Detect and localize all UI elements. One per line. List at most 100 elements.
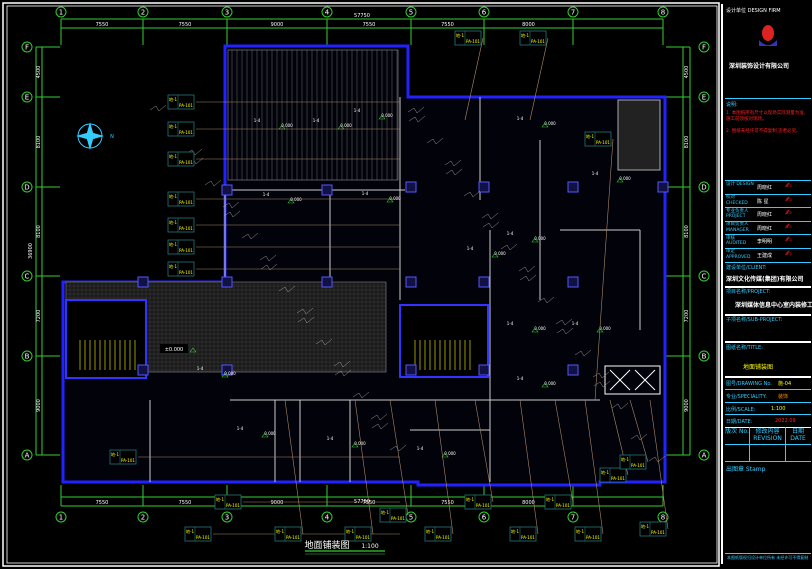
material-tag: 地-1PA-101 — [574, 526, 602, 542]
tag-spec: PA-101 — [596, 140, 610, 145]
inner-border — [6, 5, 718, 564]
level-triangle — [491, 252, 499, 258]
axis-label: 3 — [225, 9, 229, 17]
tag-box — [509, 526, 537, 542]
tag-spec: PA-101 — [476, 503, 490, 508]
dimension-text: 7550 — [179, 500, 192, 506]
axis-bubble — [478, 511, 490, 523]
material-tag: 地-1PA-101 — [167, 261, 195, 277]
tag-box — [214, 494, 242, 510]
marble-vein — [482, 221, 500, 229]
tag-spec: PA-101 — [436, 535, 450, 540]
structural-column — [478, 276, 490, 288]
dimension-text: 7550 — [363, 22, 376, 28]
structural-column — [137, 364, 149, 376]
client-name: 深圳文化传媒(集团)有限公司 — [726, 276, 804, 283]
dimension-text: 9000 — [684, 399, 690, 412]
axis-bubble — [567, 6, 579, 18]
dimension-text: 8100 — [684, 136, 690, 149]
tag-spec: PA-101 — [179, 270, 193, 275]
axis-label: 5 — [409, 9, 413, 17]
axis-label: 4 — [325, 514, 330, 522]
level-mark: 0.000 — [224, 371, 236, 376]
axis-bubble — [698, 41, 710, 53]
tag-code: 地-1 — [186, 528, 194, 534]
axis-label: 1 — [59, 9, 63, 17]
tag-spec: PA-101 — [121, 458, 135, 463]
material-tag: 地-1PA-101 — [424, 526, 452, 542]
structural-column — [478, 364, 490, 376]
tag-code: 地-1 — [521, 32, 529, 38]
axis-label: 2 — [141, 9, 145, 17]
axis-label: E — [702, 94, 706, 102]
drawing-title-label: 图纸名称/TITLE: — [726, 345, 763, 351]
material-tag: 地-1PA-101 — [167, 239, 195, 255]
level-triangle — [221, 372, 229, 378]
material-tag: 地-1PA-101 — [519, 30, 547, 46]
note-1: 1. 本图纸所有尺寸以现场实际测量为准,施工前须核对现场。 — [726, 111, 806, 122]
tag-code: 地-1 — [381, 509, 389, 515]
marble-vein — [260, 263, 278, 271]
level-triangle — [378, 114, 386, 120]
material-tag: 地-1PA-101 — [344, 526, 372, 542]
axis-label: 1 — [59, 514, 63, 522]
level-mark: 0.000 — [534, 236, 546, 241]
tag-code: 地-1 — [169, 241, 177, 247]
axis-label: 7 — [571, 514, 575, 522]
tag-box — [274, 526, 302, 542]
tag-box — [167, 239, 195, 255]
room-label: 1-4 — [417, 446, 424, 451]
tag-box — [167, 151, 195, 167]
stair-core-left — [65, 299, 147, 379]
marble-vein — [537, 296, 555, 304]
marble-vein — [593, 380, 611, 388]
axis-bubble — [55, 6, 67, 18]
axis-bubble — [137, 6, 149, 18]
tag-spec: PA-101 — [179, 160, 193, 165]
marble-vein — [518, 265, 536, 273]
axis-bubble — [221, 6, 233, 18]
tag-spec: PA-101 — [196, 535, 210, 540]
marble-vein — [296, 307, 314, 315]
dimension-text: 8100 — [36, 136, 42, 149]
notes-label: 说明: — [726, 102, 738, 108]
axis-label: B — [702, 353, 707, 361]
material-tag: 地-1PA-101 — [167, 151, 195, 167]
marble-vein — [408, 115, 426, 123]
marble-vein — [222, 201, 240, 209]
level-mark: 0.000 — [534, 326, 546, 331]
axis-bubble — [137, 511, 149, 523]
dimension-text: 7200 — [684, 310, 690, 323]
role-label: 审定 APPROVED — [726, 249, 751, 260]
dimension-text: 7550 — [441, 22, 454, 28]
tag-code: 地-1 — [169, 219, 177, 225]
marble-vein — [371, 422, 389, 430]
axis-bubble — [55, 511, 67, 523]
role-name: 周晓红 — [757, 225, 773, 232]
room-label: 1-4 — [263, 192, 270, 197]
tag-box — [344, 526, 372, 542]
scale: 1:100 — [771, 406, 786, 412]
leader-line — [434, 399, 454, 535]
material-tag: 地-1PA-101 — [214, 494, 242, 510]
tag-box — [167, 217, 195, 233]
elevator-x — [634, 369, 656, 391]
tag-code: 地-1 — [169, 193, 177, 199]
rev-header-date: 日期 DATE — [790, 428, 806, 442]
level-mark: 0.000 — [544, 381, 556, 386]
level-mark: 0.000 — [619, 176, 631, 181]
tag-code: 地-1 — [426, 528, 434, 534]
tag-box — [167, 121, 195, 137]
leader-line — [519, 399, 539, 535]
leader-line — [474, 399, 494, 503]
tag-box — [639, 521, 667, 537]
elevation-tag: ±0.000 — [165, 347, 184, 353]
axis-bubble — [698, 270, 710, 282]
leader-line — [529, 37, 549, 121]
leader-line — [554, 399, 574, 503]
room-label: 1-4 — [517, 376, 524, 381]
marble-vein — [445, 168, 463, 176]
level-triangle — [531, 327, 539, 333]
signature: ✍ — [785, 181, 792, 190]
